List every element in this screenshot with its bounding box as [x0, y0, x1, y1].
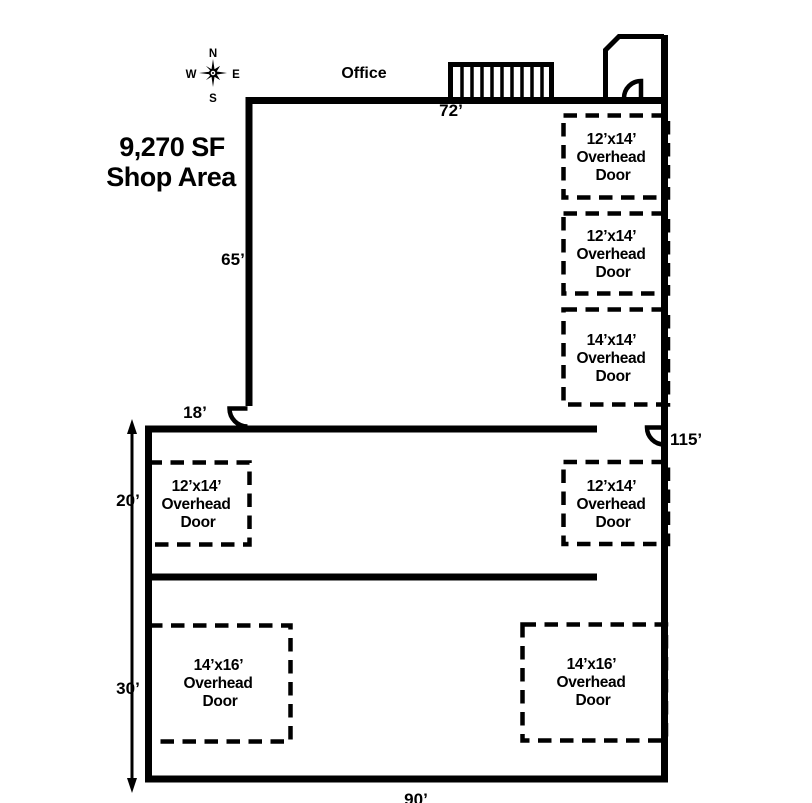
dimension-bay1-depth: 20’: [116, 491, 140, 510]
door-type-text: Overhead: [576, 496, 645, 513]
door-size-text: 14’x16’: [567, 656, 617, 673]
dimension-top-width: 72’: [439, 101, 463, 120]
compass-east-label: E: [232, 69, 240, 81]
overhead-door-box: [561, 307, 671, 407]
overhead-door-ne-3: 14’x14’ Overhead Door: [561, 307, 671, 407]
door-type-text: Overhead: [576, 246, 645, 263]
compass-rose: N S W E: [186, 48, 241, 105]
door-type-text: Overhead: [161, 496, 230, 513]
door-size-text: 12’x14’: [587, 131, 637, 148]
walls: [145, 35, 668, 783]
shop-area-title-line1: 9,270 SF: [119, 132, 225, 162]
compass-center-dot: [212, 72, 214, 74]
door-size-text: 12’x14’: [587, 478, 637, 495]
dimension-bay2-depth: 30’: [116, 679, 140, 698]
entry-vestibule-outline: [603, 34, 664, 100]
compass-north-label: N: [209, 48, 217, 60]
west-door-swing-icon: [227, 406, 248, 429]
overhead-door-ne-1: 12’x14’ Overhead Door: [561, 113, 671, 200]
door-type-text: Overhead: [576, 149, 645, 166]
compass-west-label: W: [186, 69, 197, 81]
door-word-text: Door: [181, 514, 216, 531]
compass-south-label: S: [209, 93, 217, 105]
dimension-bottom-width: 90’: [404, 790, 428, 803]
overhead-door-mid-west: 12’x14’ Overhead Door: [146, 460, 252, 547]
door-word-text: Door: [203, 693, 238, 710]
overhead-door-label: 14’x14’ Overhead Door: [576, 332, 649, 385]
overhead-door-label: 14’x16’ Overhead Door: [183, 657, 256, 710]
overhead-door-label: 12’x14’ Overhead Door: [161, 478, 234, 531]
overhead-doors: 12’x14’ Overhead Door 12’x14’ Overhead D…: [146, 113, 671, 744]
left-dimension-arrow: [127, 419, 137, 793]
dimension-labels: 72’ 65’ 18’ 115’ 20’ 30’ 90’: [116, 101, 702, 803]
door-word-text: Door: [596, 514, 631, 531]
dimension-right-total: 115’: [670, 430, 702, 449]
dimension-shop-depth: 65’: [221, 250, 245, 269]
dimension-jog-width: 18’: [183, 403, 207, 422]
overhead-door-label: 12’x14’ Overhead Door: [576, 131, 649, 184]
door-type-text: Overhead: [576, 350, 645, 367]
east-door-swing-icon: [644, 425, 665, 447]
arrow-down-icon: [127, 778, 137, 793]
overhead-door-label: 12’x14’ Overhead Door: [576, 228, 649, 281]
door-size-text: 12’x14’: [172, 478, 222, 495]
arrow-up-icon: [127, 419, 137, 434]
door-size-text: 14’x14’: [587, 332, 637, 349]
stairs-treads: [460, 67, 544, 97]
overhead-door-label: 12’x14’ Overhead Door: [576, 478, 649, 531]
overhead-door-label: 14’x16’ Overhead Door: [556, 656, 629, 709]
office-label: Office: [341, 65, 386, 82]
overhead-door-box: [146, 623, 293, 744]
door-type-text: Overhead: [183, 675, 252, 692]
door-swings: [227, 78, 665, 447]
door-type-text: Overhead: [556, 674, 625, 691]
stairs: [448, 62, 554, 97]
door-word-text: Door: [596, 167, 631, 184]
vestibule-door-swing-icon: [621, 78, 644, 99]
overhead-door-box: [146, 460, 252, 547]
door-word-text: Door: [596, 264, 631, 281]
door-word-text: Door: [596, 368, 631, 385]
door-size-text: 14’x16’: [194, 657, 244, 674]
door-size-text: 12’x14’: [587, 228, 637, 245]
overhead-door-south-west: 14’x16’ Overhead Door: [146, 623, 293, 744]
shop-area-title-line2: Shop Area: [106, 162, 237, 192]
stairs-outline: [448, 62, 554, 97]
door-word-text: Door: [576, 692, 611, 709]
